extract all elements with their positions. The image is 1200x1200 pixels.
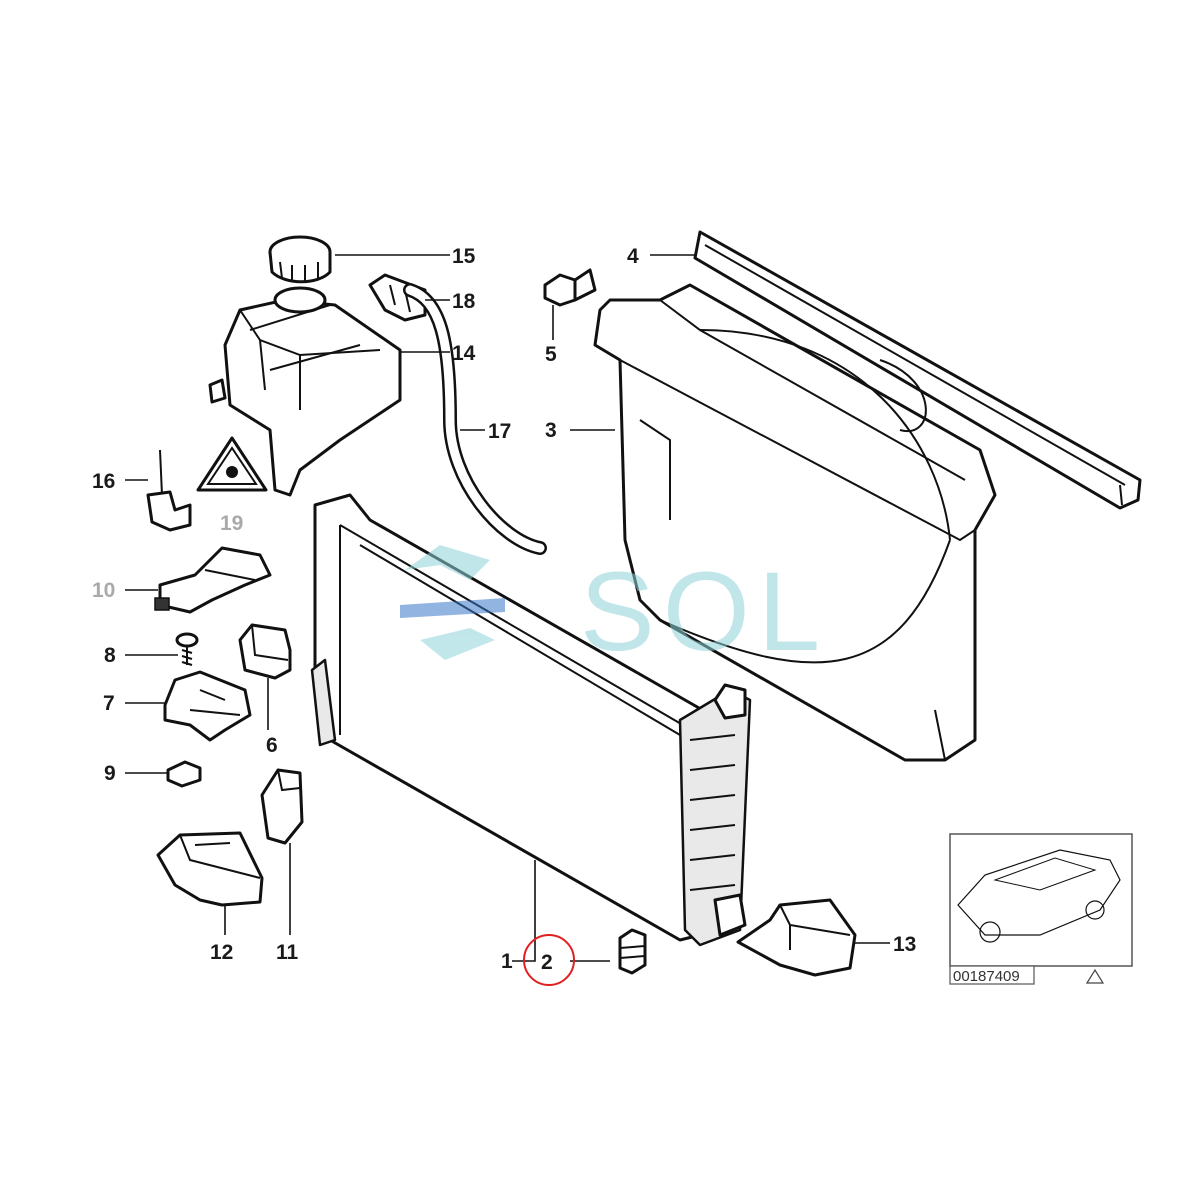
label-15: 15 <box>452 245 476 268</box>
part-6-rubber-mount <box>238 623 292 680</box>
watermark-logo: SOL <box>400 545 828 674</box>
part-2-drain-plug <box>618 928 647 975</box>
part-17-hose <box>403 283 547 555</box>
label-10: 10 <box>92 579 115 602</box>
part-5-push-pin <box>543 268 597 307</box>
label-13: 13 <box>893 933 916 956</box>
label-7: 7 <box>103 692 115 715</box>
part-3-fan-shroud <box>593 283 997 762</box>
part-9-clip-nut <box>166 760 202 788</box>
label-8: 8 <box>104 644 116 667</box>
part-15-cap <box>268 235 332 284</box>
label-5: 5 <box>545 343 557 366</box>
part-4-seal-strip <box>693 230 1142 510</box>
label-19: 19 <box>220 512 243 535</box>
part-labels: 1 2 3 4 5 6 7 8 9 10 11 12 13 14 15 16 1… <box>92 245 916 974</box>
label-11: 11 <box>276 941 299 964</box>
part-8-screw <box>175 632 199 666</box>
label-17: 17 <box>488 420 511 443</box>
watermark-text: SOL <box>580 549 828 674</box>
label-6: 6 <box>266 734 278 757</box>
part-10-bracket <box>154 546 272 614</box>
part-16-level-sensor <box>146 449 192 532</box>
part-14-expansion-tank <box>208 286 402 497</box>
inset-car-thumbnail: 00187409 <box>949 833 1133 985</box>
label-12: 12 <box>210 941 233 964</box>
label-16: 16 <box>92 470 115 493</box>
label-2: 2 <box>541 951 553 974</box>
label-4: 4 <box>627 245 639 268</box>
inset-reference-number: 00187409 <box>953 968 1020 985</box>
leader-lines <box>125 254 890 962</box>
label-3: 3 <box>545 419 557 442</box>
part-13-air-guide-right <box>736 898 857 977</box>
part-12-air-guide-left <box>156 831 264 907</box>
part-7-mount-bracket <box>163 670 252 742</box>
highlight-circle-part-2 <box>523 934 575 986</box>
part-11-rubber-buffer <box>260 768 304 845</box>
label-1: 1 <box>501 950 513 973</box>
part-19-warning-label <box>196 436 268 492</box>
label-18: 18 <box>452 290 476 313</box>
label-9: 9 <box>104 762 116 785</box>
label-14: 14 <box>452 342 476 365</box>
